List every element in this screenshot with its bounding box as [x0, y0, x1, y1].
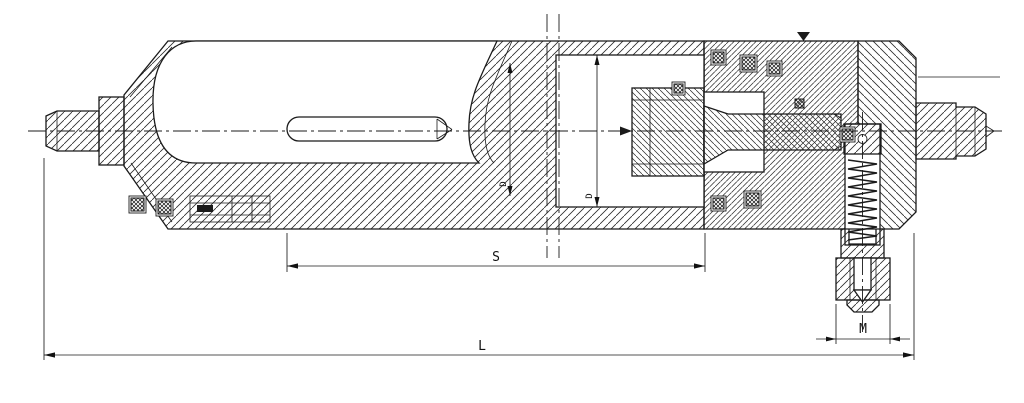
oring-seal-2	[157, 200, 172, 215]
ram-keyway-slot	[286, 116, 448, 142]
valve-spring	[847, 159, 878, 241]
stem-end-chamfer	[833, 113, 842, 151]
piston-assembly	[620, 81, 842, 177]
oring-seal-8	[745, 192, 760, 207]
oring-seal-6	[794, 98, 805, 109]
valve-oring-seal	[841, 128, 854, 141]
oring-seal-4	[741, 56, 756, 71]
dimension-bore-right-label: D	[585, 193, 595, 198]
dimension-l: L	[43, 158, 915, 360]
piston-head-step-lines	[632, 88, 704, 176]
gland-bushing-lines	[190, 196, 270, 222]
piston-stem-section	[703, 105, 842, 166]
dimension-s: S	[286, 233, 706, 272]
piston-seal	[673, 83, 684, 94]
gland-bushing	[189, 195, 271, 223]
gland-wiper	[197, 205, 213, 212]
oring-seal-5	[768, 62, 781, 75]
dimension-m-label: M	[859, 322, 867, 337]
ram-fillet-curve	[484, 40, 513, 164]
centerlines	[28, 14, 1002, 332]
ram-group	[152, 40, 513, 164]
valve-tip-section	[846, 299, 880, 313]
oring-seal-1	[130, 197, 145, 212]
dimension-bore-right: D	[585, 55, 600, 207]
oring-seal-7	[712, 197, 725, 210]
piston-head-section	[631, 87, 705, 177]
oring-seal-3	[712, 51, 725, 64]
right-rod-center-hole	[985, 125, 995, 138]
dimension-l-label: L	[478, 339, 486, 354]
dimensions: S L M D D	[43, 55, 1000, 360]
dimension-s-label: S	[492, 250, 500, 265]
cap-seals	[710, 49, 805, 212]
dimension-bore-left: D	[499, 63, 513, 196]
left-gland-group	[128, 195, 271, 223]
weld-marker-triangle	[797, 32, 810, 41]
valve-hex-facets	[849, 258, 877, 300]
dimension-bore-left-label: D	[499, 181, 509, 186]
dimension-m: M	[816, 304, 910, 344]
ram-body	[152, 40, 499, 164]
